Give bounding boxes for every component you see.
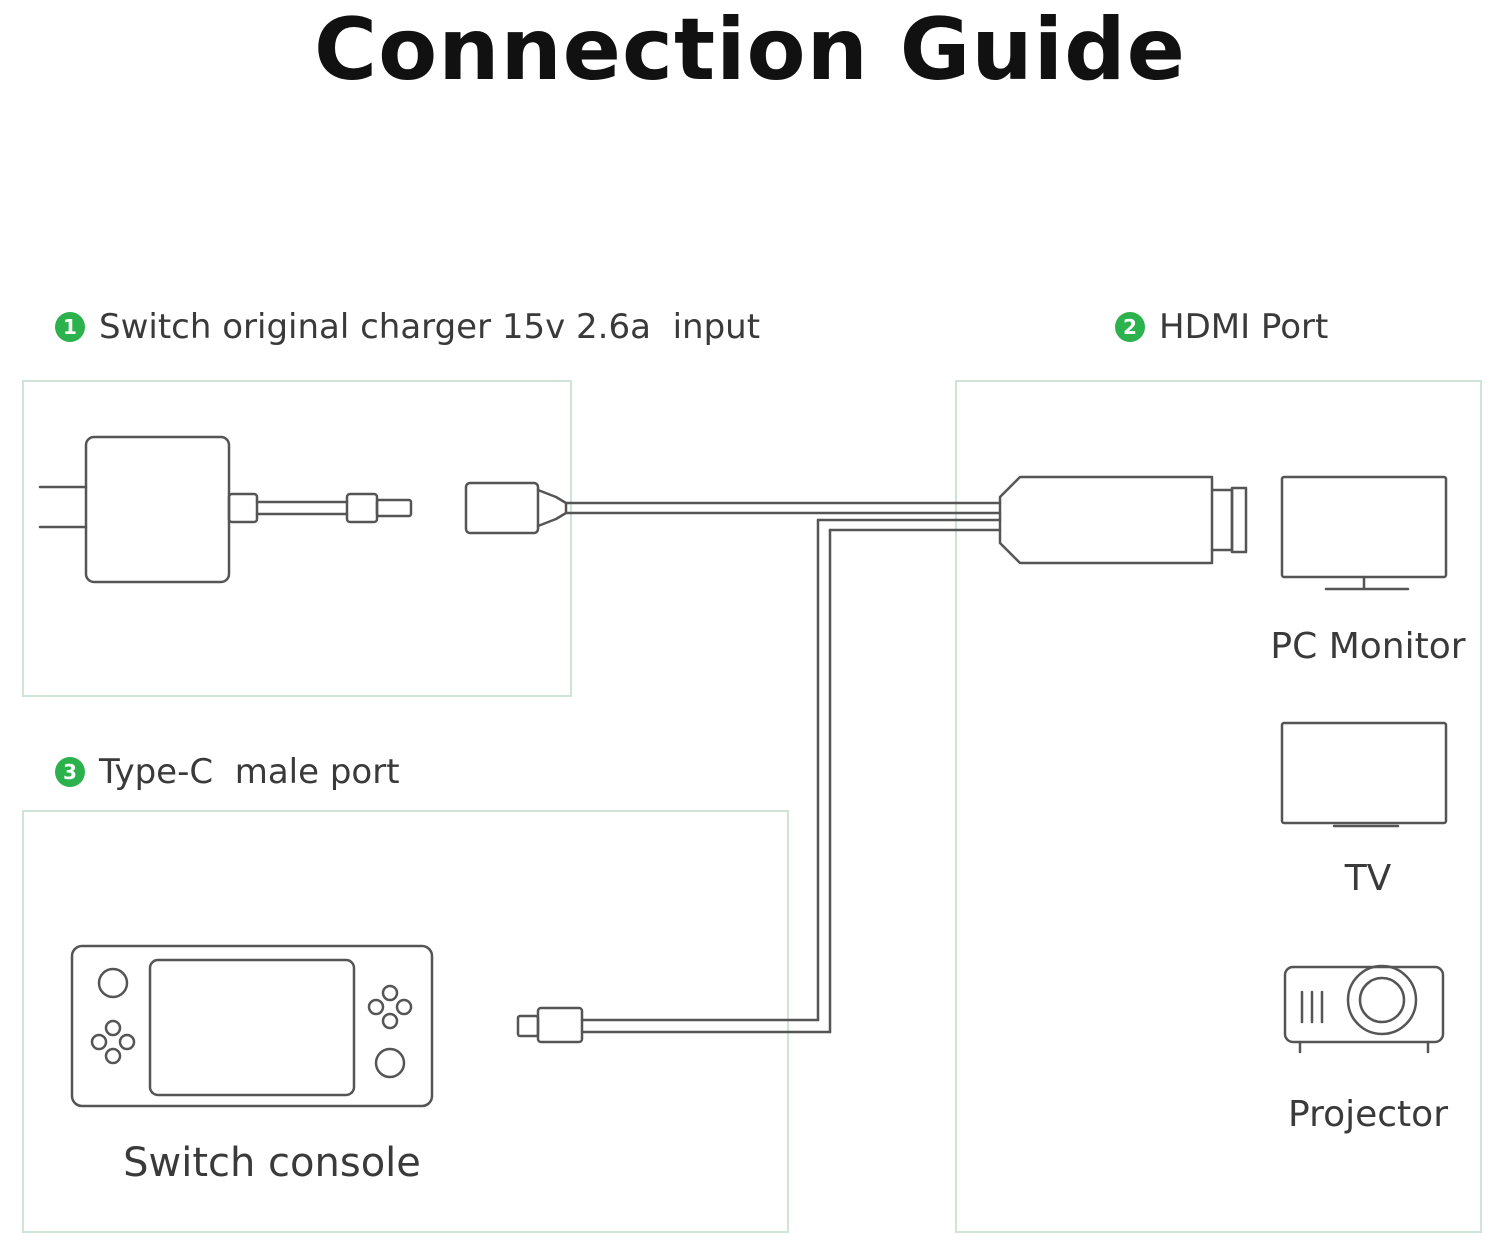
hdmi-cable-icon <box>998 475 1248 565</box>
page-title: Connection Guide <box>314 0 1186 100</box>
step-badge-2: 2 <box>1115 312 1145 342</box>
section-label-charger: 1 Switch original charger 15v 2.6a input <box>55 307 760 347</box>
switch-console-label: Switch console <box>123 1140 421 1186</box>
section-label-hdmi: 2 HDMI Port <box>1115 307 1328 347</box>
projector-label: Projector <box>1288 1094 1448 1135</box>
output-devices-panel <box>955 380 1482 1233</box>
monitor-icon <box>1280 475 1448 591</box>
game-console-icon <box>70 944 434 1108</box>
usb-c-male-connector-icon <box>516 1006 584 1044</box>
section-label-hdmi-text: HDMI Port <box>1159 307 1329 347</box>
console-panel <box>22 810 789 1233</box>
step-badge-1: 1 <box>55 312 85 342</box>
cable-lines <box>564 501 1002 1034</box>
usb-c-female-connector-icon <box>464 481 568 535</box>
section-label-charger-text: Switch original charger 15v 2.6a input <box>99 307 761 347</box>
charger-icon <box>38 435 413 584</box>
projector-icon <box>1283 964 1445 1054</box>
section-label-typec-text: Type-C male port <box>99 752 400 792</box>
pc-monitor-label: PC Monitor <box>1270 626 1466 667</box>
step-badge-3: 3 <box>55 757 85 787</box>
charger-panel <box>22 380 572 697</box>
tv-label: TV <box>1344 858 1392 899</box>
section-label-typec: 3 Type-C male port <box>55 752 400 792</box>
tv-icon <box>1280 721 1448 828</box>
